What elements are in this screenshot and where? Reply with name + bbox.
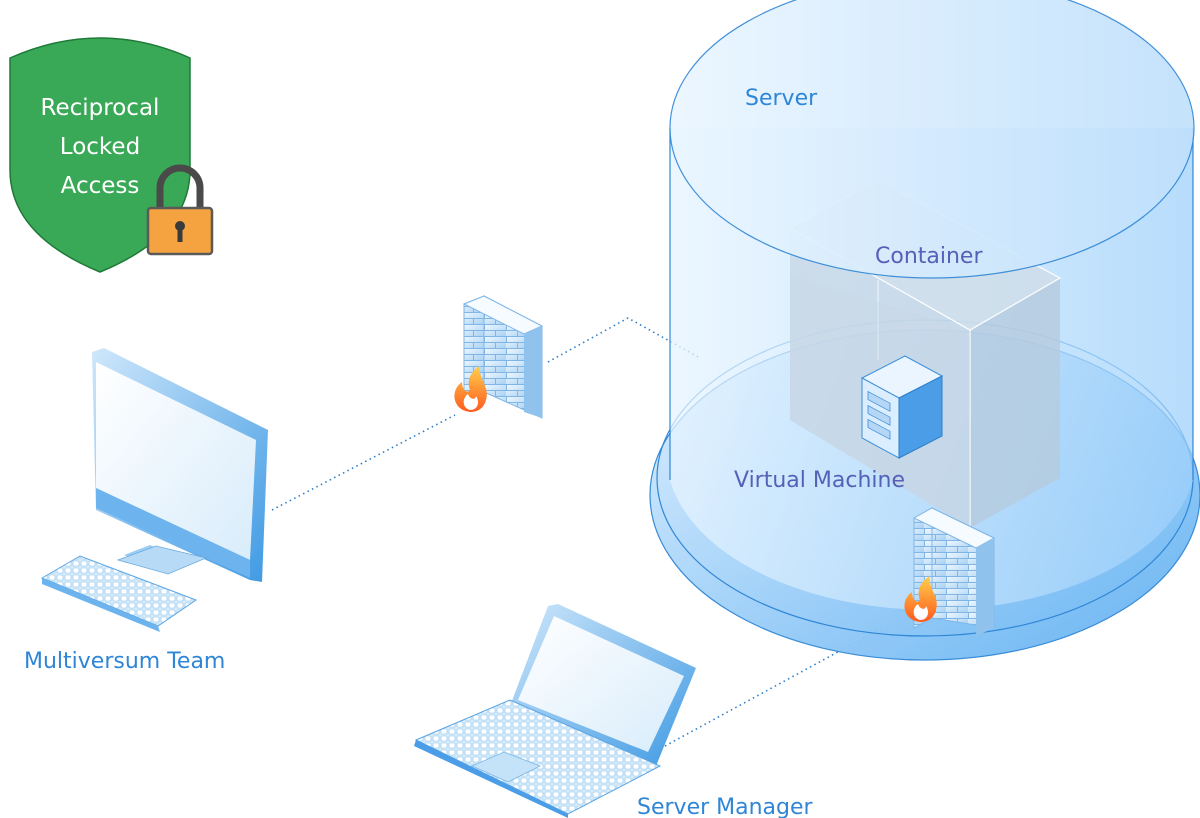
server-cylinder: Server Container Virtual Machine: [649, 0, 1200, 661]
desktop-monitor-icon: [92, 348, 268, 582]
firewall-icon: [454, 295, 544, 419]
badge-line-3: Access: [61, 173, 140, 199]
flame-icon: [454, 366, 487, 412]
server-label: Server: [745, 86, 818, 111]
server-top: [669, 0, 1195, 279]
keyboard-icon: [40, 555, 198, 632]
badge-line-1: Reciprocal: [41, 95, 160, 121]
access-badge: Reciprocal Locked Access: [9, 37, 214, 273]
link-desktop-firewall: [271, 414, 456, 511]
laptop-label: Server Manager: [637, 795, 814, 818]
flame-icon: [904, 576, 937, 622]
padlock-icon: [146, 164, 214, 256]
firewall-icon: [904, 507, 996, 636]
desktop-label: Multiversum Team: [24, 649, 225, 674]
laptop-icon: [414, 604, 696, 818]
virtual-machine-label: Virtual Machine: [734, 468, 905, 493]
container-label: Container: [875, 244, 983, 269]
server-tower-icon: [860, 355, 944, 459]
badge-line-2: Locked: [60, 134, 140, 160]
